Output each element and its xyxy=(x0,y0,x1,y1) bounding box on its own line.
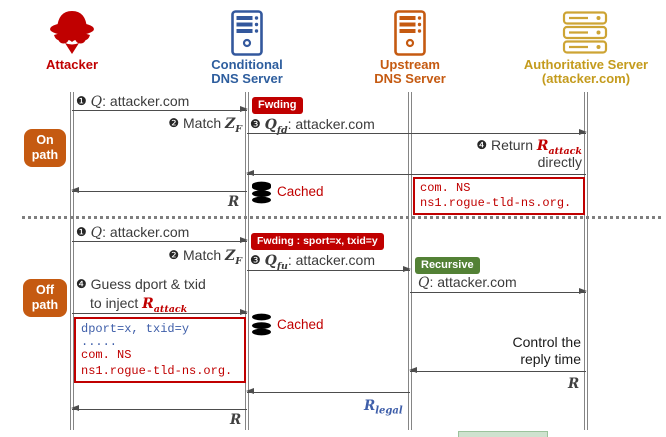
off-path-query-label: ❶ Q: attacker.com xyxy=(76,224,190,241)
off-path-match-label: ❷ Match ZF xyxy=(168,247,242,267)
actor-authoritative-label: Authoritative Server (attacker.com) xyxy=(523,57,649,86)
delayed-reply-arrow xyxy=(409,367,586,374)
on-path-ns-record-box: com. NS ns1.rogue-tld-ns.org. xyxy=(413,177,585,215)
lifeline-upstream xyxy=(408,92,412,430)
database-icon xyxy=(251,181,272,209)
control-reply-label-line2: reply time xyxy=(520,351,581,367)
off-path-forwarded-query-arrow xyxy=(247,266,411,273)
actor-attacker-label: Attacker xyxy=(45,57,99,72)
recursive-query-arrow xyxy=(410,288,587,295)
fwding-badge: Fwding xyxy=(252,97,303,114)
on-path-badge: On path xyxy=(24,129,66,167)
off-path-query-arrow xyxy=(72,237,248,244)
conditional-server-icon xyxy=(231,10,263,61)
inject-arrow xyxy=(72,309,248,316)
guess-label-line2: to inject Rattack xyxy=(90,295,188,315)
on-path-forwarded-query-label: ❸ Qfd: attacker.com xyxy=(250,116,375,136)
on-path-return-label: ❹ Return Rattack xyxy=(476,137,582,157)
actor-upstream-label: Upstream DNS Server xyxy=(374,57,446,86)
legal-reply-arrow xyxy=(246,388,410,395)
control-reply-label-line1: Control the xyxy=(512,334,581,350)
fwding-params-badge: Fwding : sport=x, txid=y xyxy=(251,233,384,250)
on-path-reply-label: R xyxy=(228,194,240,210)
on-path-reply-arrow xyxy=(71,187,247,194)
attacker-spy-icon xyxy=(48,8,96,60)
off-path-cached-label: Cached xyxy=(277,317,324,332)
on-path-return-label-line2: directly xyxy=(537,154,582,170)
legal-reply-label: Rlegal xyxy=(364,398,403,417)
delayed-reply-label: R xyxy=(568,376,580,392)
on-path-cached-label: Cached xyxy=(277,184,324,199)
on-path-query-label: ❶ Q: attacker.com xyxy=(76,93,190,110)
upstream-server-icon xyxy=(394,10,426,61)
on-path-attack-response-arrow xyxy=(246,170,586,177)
off-path-badge: Off path xyxy=(23,279,67,317)
recursive-query-label: Q: attacker.com xyxy=(418,274,517,291)
database-icon xyxy=(251,313,272,341)
actor-conditional-label: Conditional DNS Server xyxy=(211,57,283,86)
on-path-query-arrow xyxy=(72,106,248,113)
lifeline-authoritative xyxy=(584,92,588,430)
clipped-badge-stub xyxy=(458,431,548,437)
lifeline-conditional xyxy=(245,92,249,430)
on-path-match-label: ❷ Match ZF xyxy=(168,115,242,135)
off-path-reply-label: R xyxy=(230,412,242,428)
guess-label-line1: ❹ Guess dport & txid xyxy=(76,276,206,292)
authoritative-server-icon xyxy=(562,11,608,60)
on-path-forwarded-query-arrow xyxy=(247,129,587,136)
recursive-badge: Recursive xyxy=(415,257,480,274)
path-divider xyxy=(22,216,662,219)
off-path-forwarded-query-label: ❸ Qfu: attacker.com xyxy=(250,252,376,272)
off-path-reply-arrow xyxy=(71,405,247,412)
lifeline-attacker xyxy=(70,92,74,430)
injected-packet-box: dport=x, txid=y ..... com. NS ns1.rogue-… xyxy=(74,317,246,383)
